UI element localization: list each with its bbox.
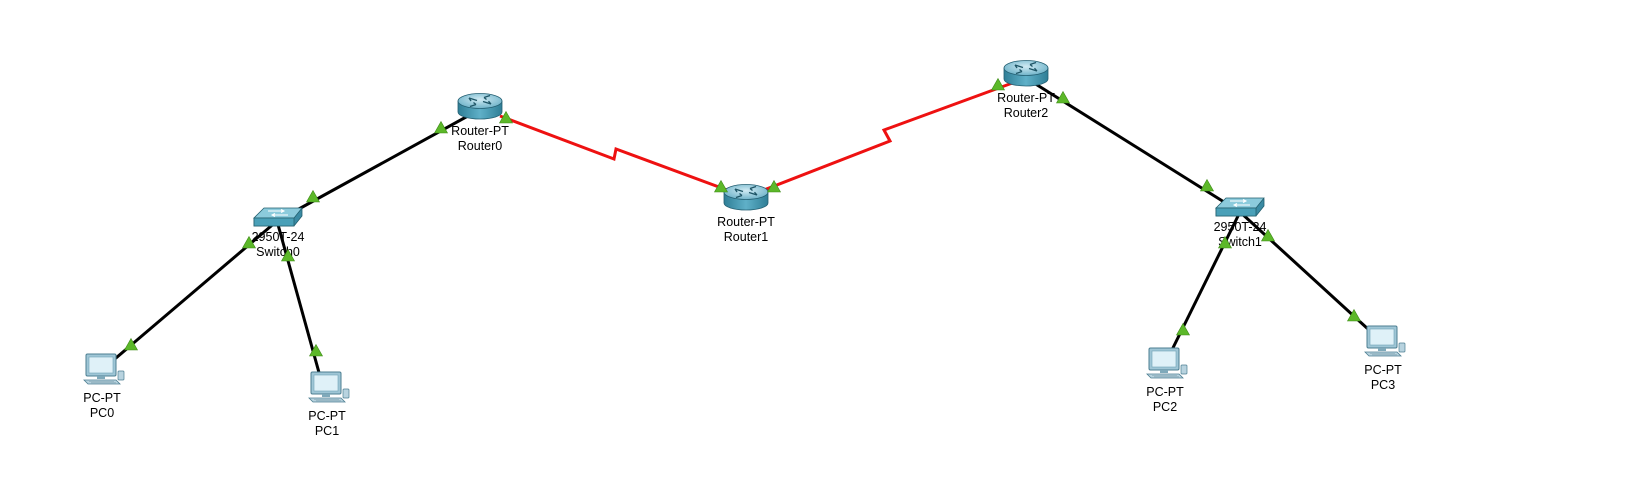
device-name-label: Router2 bbox=[1004, 106, 1049, 120]
router-icon bbox=[457, 92, 503, 120]
device-router0[interactable]: Router-PT Router0 bbox=[451, 92, 509, 154]
device-switch0[interactable]: 2950T-24 Switch0 bbox=[252, 207, 305, 259]
device-model-label: 2950T-24 bbox=[252, 230, 305, 244]
link-switch0-pc1[interactable] bbox=[275, 220, 325, 388]
device-name-label: Switch0 bbox=[256, 245, 300, 259]
device-model-label: Router-PT bbox=[997, 91, 1055, 105]
pc-icon bbox=[83, 353, 125, 385]
port-up-indicator-icon bbox=[1176, 323, 1190, 336]
device-model-label: 2950T-24 bbox=[1214, 220, 1267, 234]
device-model-label: PC-PT bbox=[1364, 363, 1402, 377]
link-router0-router1-serial[interactable] bbox=[499, 114, 747, 199]
pc-icon bbox=[308, 371, 350, 403]
device-pc0[interactable]: PC-PT PC0 bbox=[83, 353, 125, 420]
pc-icon bbox=[1146, 347, 1188, 379]
device-pc1[interactable]: PC-PT PC1 bbox=[308, 371, 350, 438]
link-router2-switch1[interactable] bbox=[1025, 76, 1241, 214]
device-switch1[interactable]: 2950T-24 Switch1 bbox=[1214, 197, 1267, 249]
device-model-label: PC-PT bbox=[1146, 385, 1184, 399]
device-name-label: PC3 bbox=[1371, 378, 1395, 392]
port-up-indicator-icon bbox=[767, 180, 781, 193]
router-icon bbox=[723, 183, 769, 211]
device-model-label: PC-PT bbox=[308, 409, 346, 423]
port-up-indicator-icon bbox=[1200, 179, 1214, 192]
link-router1-router2-serial[interactable] bbox=[745, 76, 1027, 199]
router-icon bbox=[1003, 59, 1049, 87]
device-router1[interactable]: Router-PT Router1 bbox=[717, 183, 775, 245]
pc-icon bbox=[1364, 325, 1406, 357]
device-name-label: PC0 bbox=[90, 406, 114, 420]
device-pc3[interactable]: PC-PT PC3 bbox=[1364, 325, 1406, 392]
device-model-label: PC-PT bbox=[83, 391, 121, 405]
device-model-label: Router-PT bbox=[717, 215, 775, 229]
device-name-label: Router0 bbox=[458, 139, 503, 153]
device-name-label: PC2 bbox=[1153, 400, 1177, 414]
device-name-label: PC1 bbox=[315, 424, 339, 438]
port-up-indicator-icon bbox=[306, 190, 320, 203]
switch-icon bbox=[1215, 197, 1265, 217]
port-up-indicator-icon bbox=[991, 78, 1005, 91]
device-router2[interactable]: Router-PT Router2 bbox=[997, 59, 1055, 121]
device-name-label: Router1 bbox=[724, 230, 769, 244]
link-router0-switch0[interactable] bbox=[276, 109, 478, 223]
device-model-label: Router-PT bbox=[451, 124, 509, 138]
switch-icon bbox=[253, 207, 303, 227]
device-pc2[interactable]: PC-PT PC2 bbox=[1146, 347, 1188, 414]
link-switch1-pc2[interactable] bbox=[1164, 211, 1242, 363]
